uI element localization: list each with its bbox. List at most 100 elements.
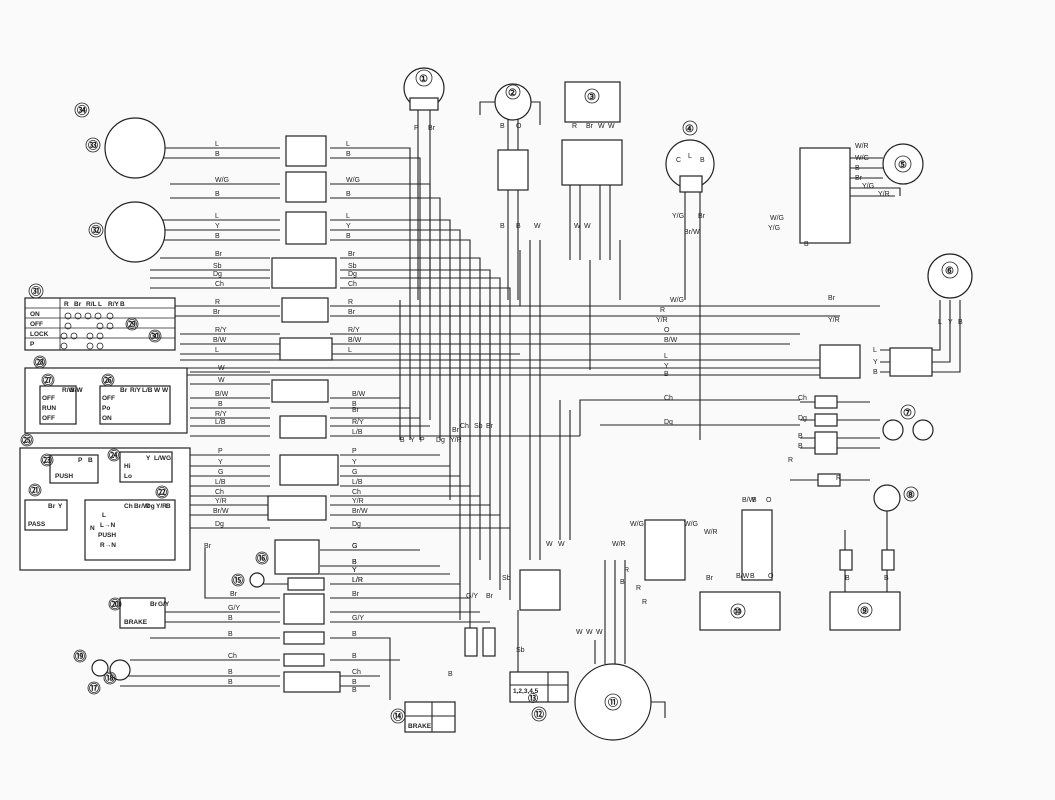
wire-color-label: L/B [352, 429, 363, 436]
wire-color-label: P [352, 448, 357, 455]
main-row-off: OFF [30, 321, 43, 328]
wire-color-label: W [576, 629, 583, 636]
wire-color-label: L [215, 141, 219, 148]
lights-row-off: OFF [102, 395, 115, 402]
wire-color-label: L [346, 213, 350, 220]
pass-col-y: Y [58, 503, 63, 510]
component-8-label: ⑧ [906, 490, 915, 501]
wire-color-label: Ch [798, 395, 807, 402]
switch-contact [106, 312, 114, 320]
lights-col-lb: L/B [142, 387, 153, 394]
wire-color-label: Br [204, 543, 212, 550]
component-28-label: ㉘ [35, 356, 45, 369]
wire-color-label: L [348, 347, 352, 354]
wire-color-label: Dg [352, 521, 361, 528]
component-15-label: ⑮ [233, 574, 243, 587]
wire-color-label: W/G [215, 177, 229, 184]
wire-color-label: B [346, 151, 351, 158]
wire-color-label: R/Y [348, 327, 360, 334]
component-9-label: ⑨ [860, 606, 869, 617]
component-6-label: ⑥ [945, 266, 954, 277]
wire-color-label: B [752, 497, 757, 504]
component-14-label: ⑭ [393, 710, 403, 723]
wire-color-label: Br/W [684, 229, 700, 236]
dimmer-col-g: G [166, 455, 171, 462]
wire-color-label: W [546, 541, 553, 548]
horn-col-p: P [78, 457, 83, 464]
wire-color-label: W/G [684, 521, 698, 528]
switch-contact [86, 332, 94, 340]
wire-color-label: Ch [348, 281, 357, 288]
wire-color-label: O [768, 573, 774, 580]
wire-color-label: B/W [213, 337, 227, 344]
component-7-label: ⑦ [903, 408, 912, 419]
lights-col-ry: R/Y [130, 387, 142, 394]
wire-color-label: B [845, 575, 850, 582]
component-19-label: ⑲ [75, 650, 85, 663]
brake-front-col-br: Br [150, 601, 158, 608]
wire-color-label: G [352, 543, 357, 550]
gear-indicator-row: 1,2,3,4,5 [513, 688, 539, 695]
wire-color-label: B [352, 631, 357, 638]
wire-color-label: B [352, 653, 357, 660]
component-1-label: ① [419, 74, 428, 85]
wire-color-label: B [228, 669, 233, 676]
wire-color-label: Br [486, 423, 494, 430]
handlebar-switch-group: ㉘ ㉗ OFF RUN OFF R/W B/W ㉖ OFF Po ON Br R… [19, 355, 191, 571]
wire-color-label: W [608, 123, 615, 130]
pass-col-br: Br [48, 503, 56, 510]
main-col-rl: R/L [86, 301, 97, 308]
wire-color-label: Br [352, 407, 360, 414]
wire-color-label: B [958, 319, 963, 326]
component-17-label: ⑰ [89, 682, 99, 695]
wire-color-label: R/Y [352, 419, 364, 426]
wire-color-label: W/R [855, 143, 869, 150]
wire-color-label: R [788, 457, 793, 464]
lights-row-on: ON [102, 415, 112, 422]
wire-color-label: Y/R [450, 437, 462, 444]
wire-color-label: Ch [664, 395, 673, 402]
turn-row-push: PUSH [98, 532, 116, 539]
main-col-l: L [98, 301, 102, 308]
wire-color-label: Ch [215, 489, 224, 496]
switch-contact [64, 322, 72, 330]
component-29-label: ㉙ [127, 318, 137, 331]
component-33-label: ㉝ [88, 139, 98, 152]
component-10-label: ⑩ [733, 607, 742, 618]
wire-color-label: Br [428, 125, 436, 132]
main-col-ry: R/Y [108, 301, 120, 308]
wire-color-label: W/G [855, 155, 869, 162]
wire-color-label: Ch [215, 281, 224, 288]
wire-color-label: B [352, 687, 357, 694]
component-31-label: ㉛ [31, 285, 41, 298]
wire-color-label: Y [352, 567, 357, 574]
component-10: ⑩ [644, 509, 781, 631]
component-23-label: ㉓ [42, 454, 52, 467]
wire-color-label: Br [452, 427, 460, 434]
wire-color-label: B [664, 371, 669, 378]
wire-color-label: B [215, 151, 220, 158]
wire-color-label: G/Y [352, 615, 364, 622]
dimmer-col-y: Y [146, 455, 151, 462]
component-3: ③ [561, 81, 623, 186]
wire-color-label: Y [873, 359, 878, 366]
wire-color-label: Ch [352, 669, 361, 676]
wire-color-label: G/Y [466, 593, 478, 600]
wire-color-label: Y/G [862, 183, 874, 190]
wire-color-label: W [218, 365, 225, 372]
wire-color-label: Br [706, 575, 714, 582]
turn-col-ch: Ch [124, 503, 133, 510]
component-27-label: ㉗ [43, 374, 53, 387]
wire-color-label: B [798, 433, 803, 440]
wire-color-label: Dg [213, 271, 222, 278]
wire-color-label: B [346, 233, 351, 240]
wire-color-label: Y [948, 319, 953, 326]
wire-color-label: B [352, 559, 357, 566]
component-14: BRAKE ⑭ [390, 627, 496, 733]
switch-contact [96, 342, 104, 350]
component-18-label: ⑱ [105, 672, 115, 685]
component-11-label: ⑪ [608, 696, 618, 709]
wire-color-label: Br [698, 213, 706, 220]
main-col-b: B [120, 301, 125, 308]
component-32: ㉜ [88, 201, 166, 263]
